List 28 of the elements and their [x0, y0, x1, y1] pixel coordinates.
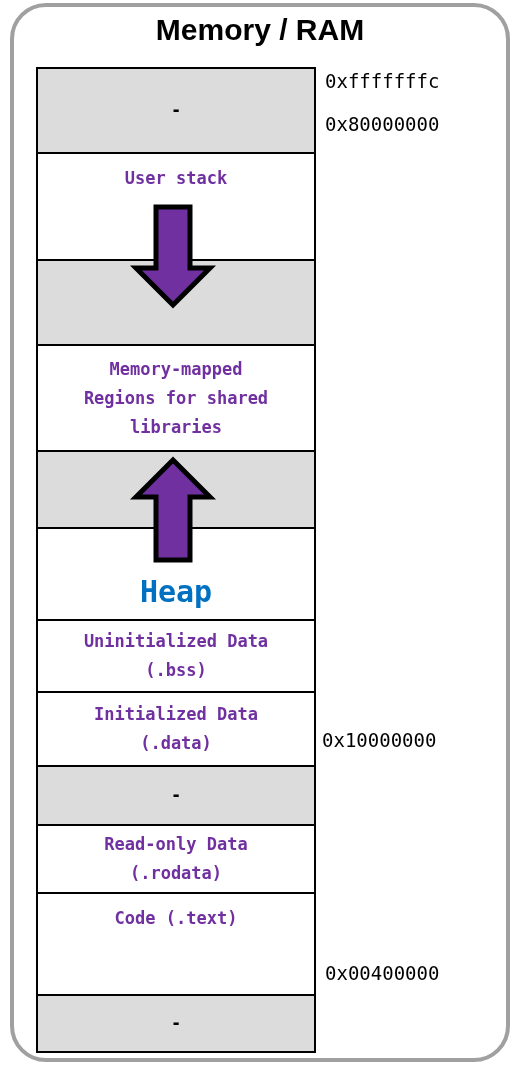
segment-label: Memory-mapped Regions for shared libraries	[82, 357, 270, 439]
memory-segment	[36, 619, 316, 693]
panel-title: Memory / RAM	[154, 13, 366, 47]
memory-segment	[36, 67, 316, 154]
memory-segment	[36, 824, 316, 894]
segment-label: Initialized Data (.data)	[93, 703, 259, 755]
memory-panel	[10, 3, 510, 1062]
memory-segment	[36, 527, 316, 622]
segment-label: -	[169, 1012, 183, 1035]
memory-segment	[36, 765, 316, 826]
segment-label: Heap	[139, 574, 213, 610]
address-label: 0x10000000	[322, 729, 437, 751]
segment-label: -	[169, 784, 183, 807]
segment-label: Read-only Data (.rodata)	[103, 833, 249, 885]
segment-label: User stack	[123, 167, 229, 190]
block-arrow	[129, 204, 217, 309]
memory-segment	[36, 994, 316, 1053]
block-arrow	[129, 456, 217, 563]
address-label: 0xfffffffc	[325, 70, 440, 92]
segment-label: Uninitialized Data (.bss)	[82, 630, 270, 682]
memory-segment	[36, 344, 316, 452]
memory-segment	[36, 691, 316, 767]
segment-label: Code (.text)	[113, 907, 239, 930]
segment-label: -	[169, 99, 183, 122]
memory-segment	[36, 152, 316, 261]
address-label: 0x80000000	[325, 113, 440, 135]
address-label: 0x00400000	[325, 962, 440, 984]
memory-segment	[36, 892, 316, 996]
